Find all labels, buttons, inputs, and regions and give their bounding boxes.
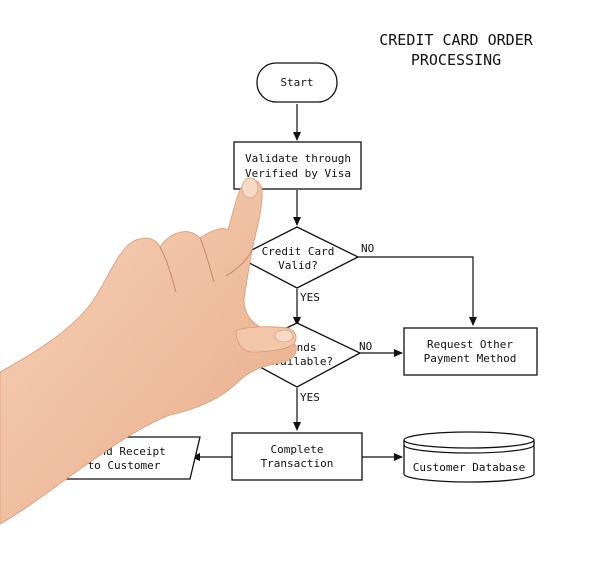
node-card-valid-label-line-2: Valid? xyxy=(278,259,318,272)
database-cylinder-ring xyxy=(403,444,535,454)
hand-pointing-image xyxy=(0,177,297,525)
node-card-valid: Credit Card Valid? xyxy=(236,226,360,289)
hand-index-nail xyxy=(241,177,259,199)
node-validate: Validate through Verified by Visa xyxy=(233,141,362,190)
card-valid-decision-diamond xyxy=(236,226,360,289)
node-start: Start xyxy=(256,62,338,103)
hand-thumb-nail xyxy=(274,329,294,343)
node-validate-label-line-2: Verified by Visa xyxy=(245,167,351,180)
hand-skin xyxy=(0,179,297,525)
hand-crease-2 xyxy=(199,237,215,283)
node-send-receipt-label-line-2: to Customer xyxy=(88,459,161,472)
node-request-other-label-line-2: Payment Method xyxy=(424,352,517,365)
complete-process-box xyxy=(231,432,363,481)
node-complete-label-line-1: Complete xyxy=(271,443,324,456)
edge-label-card-valid-no: NO xyxy=(361,242,374,255)
node-start-label: Start xyxy=(280,76,313,89)
start-terminal-shape xyxy=(256,62,338,103)
request-other-process-box xyxy=(403,327,538,376)
hand-crease-3 xyxy=(225,249,253,277)
arrow-card-valid-no xyxy=(357,256,477,326)
edge-label-funds-no: NO xyxy=(359,340,372,353)
hand-crease-1 xyxy=(159,246,177,293)
connectors xyxy=(191,104,477,461)
edge-label-card-valid-yes: YES xyxy=(300,291,320,304)
chart-title-line-2: PROCESSING xyxy=(411,51,501,69)
node-validate-label-line-1: Validate through xyxy=(245,152,351,165)
node-complete-label-line-2: Transaction xyxy=(261,457,334,470)
database-cylinder-body xyxy=(403,440,535,483)
node-card-valid-label-line-1: Credit Card xyxy=(262,245,335,258)
chart-title-line-1: CREDIT CARD ORDER xyxy=(379,31,533,49)
node-database-label: Customer Database xyxy=(413,461,526,474)
node-complete: Complete Transaction xyxy=(231,432,363,481)
node-request-other-label-line-1: Request Other xyxy=(427,338,513,351)
edge-label-funds-yes: YES xyxy=(300,391,320,404)
node-database: Customer Database xyxy=(403,431,535,483)
database-cylinder-top xyxy=(403,431,535,449)
node-request-other: Request Other Payment Method xyxy=(403,327,538,376)
